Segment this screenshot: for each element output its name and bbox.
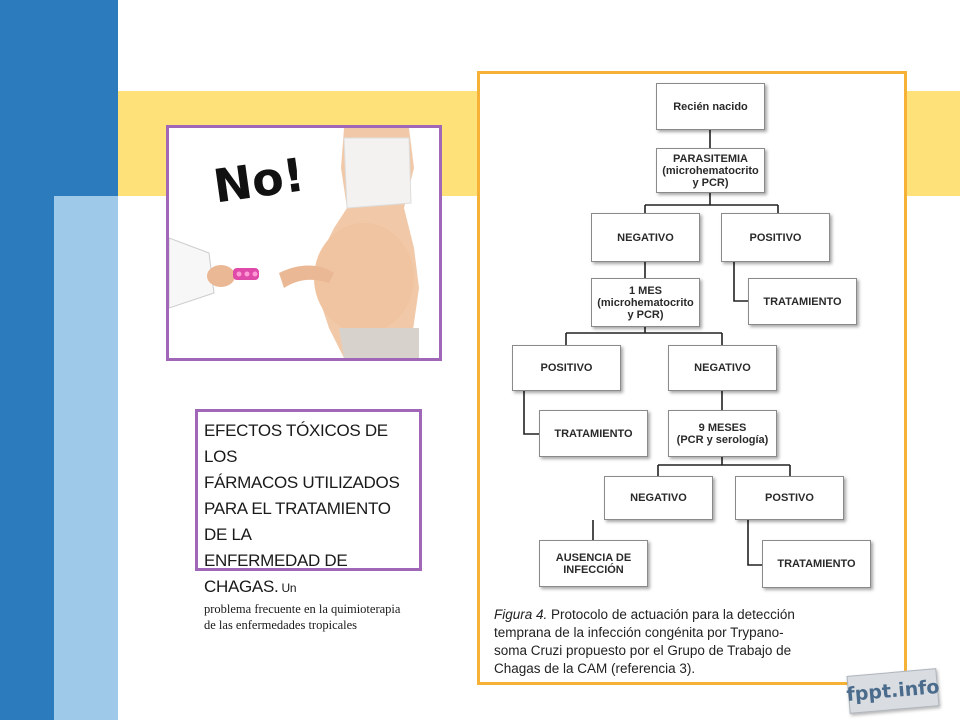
node-1-mes-line-3: y PCR) [627, 308, 664, 321]
left-accent-bar-light [54, 196, 118, 720]
node-parasitemia-line-1: PARASITEMIA [673, 152, 748, 165]
node-9-meses-line-2: (PCR y serología) [676, 433, 769, 446]
caption-line-2: temprana de la infección congénita por T… [494, 625, 784, 640]
node-tratamiento-1: TRATAMIENTO [748, 278, 857, 325]
node-positivo-2-label: POSITIVO [540, 362, 593, 374]
node-parasitemia: PARASITEMIA (microhematocrito y PCR) [656, 148, 765, 193]
node-9-meses-line-1: 9 MESES [698, 421, 747, 434]
node-1-mes: 1 MES (microhematocrito y PCR) [591, 278, 700, 327]
node-tratamiento-3-label: TRATAMIENTO [777, 558, 856, 570]
node-ausencia-line-1: AUSENCIA DE [555, 551, 632, 564]
article-title-line-2: FÁRMACOS UTILIZADOS [204, 473, 400, 492]
fppt-logo: fppt.info [846, 668, 940, 714]
node-positivo-2: POSITIVO [512, 345, 621, 391]
pregnant-woman-photo [166, 125, 442, 361]
article-title-tail: Un [278, 581, 297, 595]
node-negativo-3: NEGATIVO [604, 476, 713, 520]
article-subtitle-line-2: de las enfermedades tropicales [204, 618, 358, 632]
node-parasitemia-line-3: y PCR) [692, 176, 729, 189]
caption-line-3: soma Cruzi propuesto por el Grupo de Tra… [494, 643, 792, 658]
node-negativo-3-label: NEGATIVO [630, 492, 687, 504]
node-negativo-2-label: NEGATIVO [694, 362, 751, 374]
node-positivo-1-label: POSITIVO [749, 231, 802, 244]
node-tratamiento-2-label: TRATAMIENTO [554, 427, 633, 440]
article-title-line-4: ENFERMEDAD DE CHAGAS. Un [204, 548, 413, 601]
node-positivo-1: POSITIVO [721, 213, 830, 262]
photo-illustration [169, 128, 419, 358]
article-title-last: ENFERMEDAD DE CHAGAS. [204, 551, 348, 596]
caption-line-1-text: Protocolo de actuación para la detección [547, 607, 795, 622]
caption-line-1: Figura 4. Protocolo de actuación para la… [494, 606, 904, 624]
node-tratamiento-3: TRATAMIENTO [762, 540, 871, 588]
article-title-line-3: PARA EL TRATAMIENTO DE LA [204, 499, 391, 544]
article-title-line-1: EFECTOS TÓXICOS DE LOS [204, 421, 388, 466]
node-recien-nacido-label: Recién nacido [673, 100, 748, 113]
node-postivo-3: POSTIVO [735, 476, 844, 520]
node-1-mes-line-1: 1 MES [628, 284, 662, 297]
figure-caption: Figura 4. Protocolo de actuación para la… [494, 606, 904, 678]
node-1-mes-line-2: (microhematocrito [597, 296, 694, 309]
node-tratamiento-1-label: TRATAMIENTO [763, 295, 842, 308]
node-tratamiento-2: TRATAMIENTO [539, 410, 648, 457]
node-parasitemia-line-2: (microhematocrito [662, 164, 759, 177]
node-postivo-3-label: POSTIVO [765, 492, 814, 504]
node-recien-nacido: Recién nacido [656, 83, 765, 130]
node-negativo-1: NEGATIVO [591, 213, 700, 262]
node-negativo-1-label: NEGATIVO [617, 231, 674, 244]
node-negativo-2: NEGATIVO [668, 345, 777, 391]
caption-line-4: Chagas de la CAM (referencia 3). [494, 661, 696, 676]
node-ausencia-infeccion: AUSENCIA DE INFECCIÓN [539, 540, 648, 587]
article-subtitle-line-1: problema frecuente en la quimioterapia [204, 602, 401, 616]
article-title-box: EFECTOS TÓXICOS DE LOS FÁRMACOS UTILIZAD… [195, 409, 422, 632]
node-9-meses: 9 MESES (PCR y serología) [668, 410, 777, 457]
node-ausencia-line-2: INFECCIÓN [563, 563, 624, 576]
caption-figure-label: Figura 4. [494, 607, 548, 622]
